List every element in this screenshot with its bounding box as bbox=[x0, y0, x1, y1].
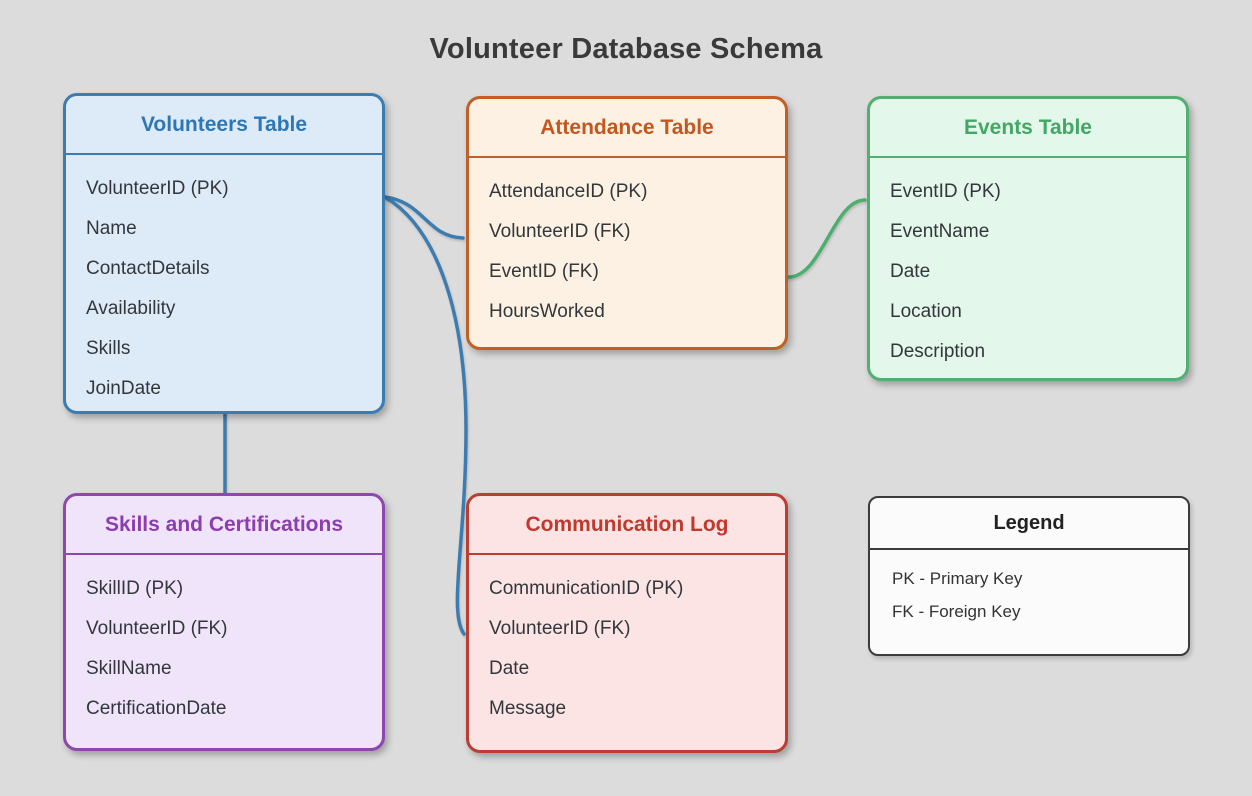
field-row: VolunteerID (PK) bbox=[86, 178, 229, 199]
field-row: JoinDate bbox=[86, 378, 161, 399]
attendance-table-fields: AttendanceID (PK) VolunteerID (FK) Event… bbox=[469, 158, 785, 332]
skills-certifications-table-fields: SkillID (PK) VolunteerID (FK) SkillName … bbox=[66, 555, 382, 729]
communication-log-table[interactable]: Communication Log CommunicationID (PK) V… bbox=[466, 493, 788, 753]
field-row: CommunicationID (PK) bbox=[489, 578, 684, 599]
attendance-table[interactable]: Attendance Table AttendanceID (PK) Volun… bbox=[466, 96, 788, 350]
communication-log-table-fields: CommunicationID (PK) VolunteerID (FK) Da… bbox=[469, 555, 785, 729]
attendance-table-title: Attendance Table bbox=[469, 99, 785, 158]
legend-items: PK - Primary Key FK - Foreign Key bbox=[870, 550, 1188, 628]
connector-volunteers-communication bbox=[383, 195, 468, 636]
communication-log-table-title: Communication Log bbox=[469, 496, 785, 555]
field-row: SkillID (PK) bbox=[86, 578, 184, 599]
skills-certifications-table-title: Skills and Certifications bbox=[66, 496, 382, 555]
field-row: HoursWorked bbox=[489, 301, 605, 322]
field-row: SkillName bbox=[86, 658, 172, 679]
field-row: Skills bbox=[86, 338, 131, 359]
events-table-title: Events Table bbox=[870, 99, 1186, 158]
connector-events-attendance bbox=[786, 198, 867, 279]
events-table-fields: EventID (PK) EventName Date Location Des… bbox=[870, 158, 1186, 372]
legend-title: Legend bbox=[870, 498, 1188, 550]
field-row: EventName bbox=[890, 221, 990, 242]
legend-item-fk: FK - Foreign Key bbox=[892, 602, 1021, 621]
field-row: CertificationDate bbox=[86, 698, 227, 719]
field-row: VolunteerID (FK) bbox=[489, 618, 631, 639]
field-row: EventID (PK) bbox=[890, 181, 1001, 202]
field-row: Date bbox=[890, 261, 931, 282]
field-row: ContactDetails bbox=[86, 258, 210, 279]
field-row: Availability bbox=[86, 298, 176, 319]
skills-certifications-table[interactable]: Skills and Certifications SkillID (PK) V… bbox=[63, 493, 385, 751]
field-row: Description bbox=[890, 341, 986, 362]
legend: Legend PK - Primary Key FK - Foreign Key bbox=[868, 496, 1190, 656]
field-row: Name bbox=[86, 218, 137, 239]
volunteers-table-title: Volunteers Table bbox=[66, 96, 382, 155]
field-row: VolunteerID (FK) bbox=[489, 221, 631, 242]
field-row: Message bbox=[489, 698, 567, 719]
field-row: AttendanceID (PK) bbox=[489, 181, 648, 202]
events-table[interactable]: Events Table EventID (PK) EventName Date… bbox=[867, 96, 1189, 381]
volunteers-table[interactable]: Volunteers Table VolunteerID (PK) Name C… bbox=[63, 93, 385, 414]
legend-item-pk: PK - Primary Key bbox=[892, 569, 1023, 588]
field-row: Date bbox=[489, 658, 530, 679]
page-title: Volunteer Database Schema bbox=[429, 33, 823, 65]
field-row: Location bbox=[890, 301, 962, 322]
field-row: EventID (FK) bbox=[489, 261, 599, 282]
field-row: VolunteerID (FK) bbox=[86, 618, 228, 639]
volunteers-table-fields: VolunteerID (PK) Name ContactDetails Ava… bbox=[66, 155, 382, 409]
connector-volunteers-attendance bbox=[383, 195, 465, 240]
